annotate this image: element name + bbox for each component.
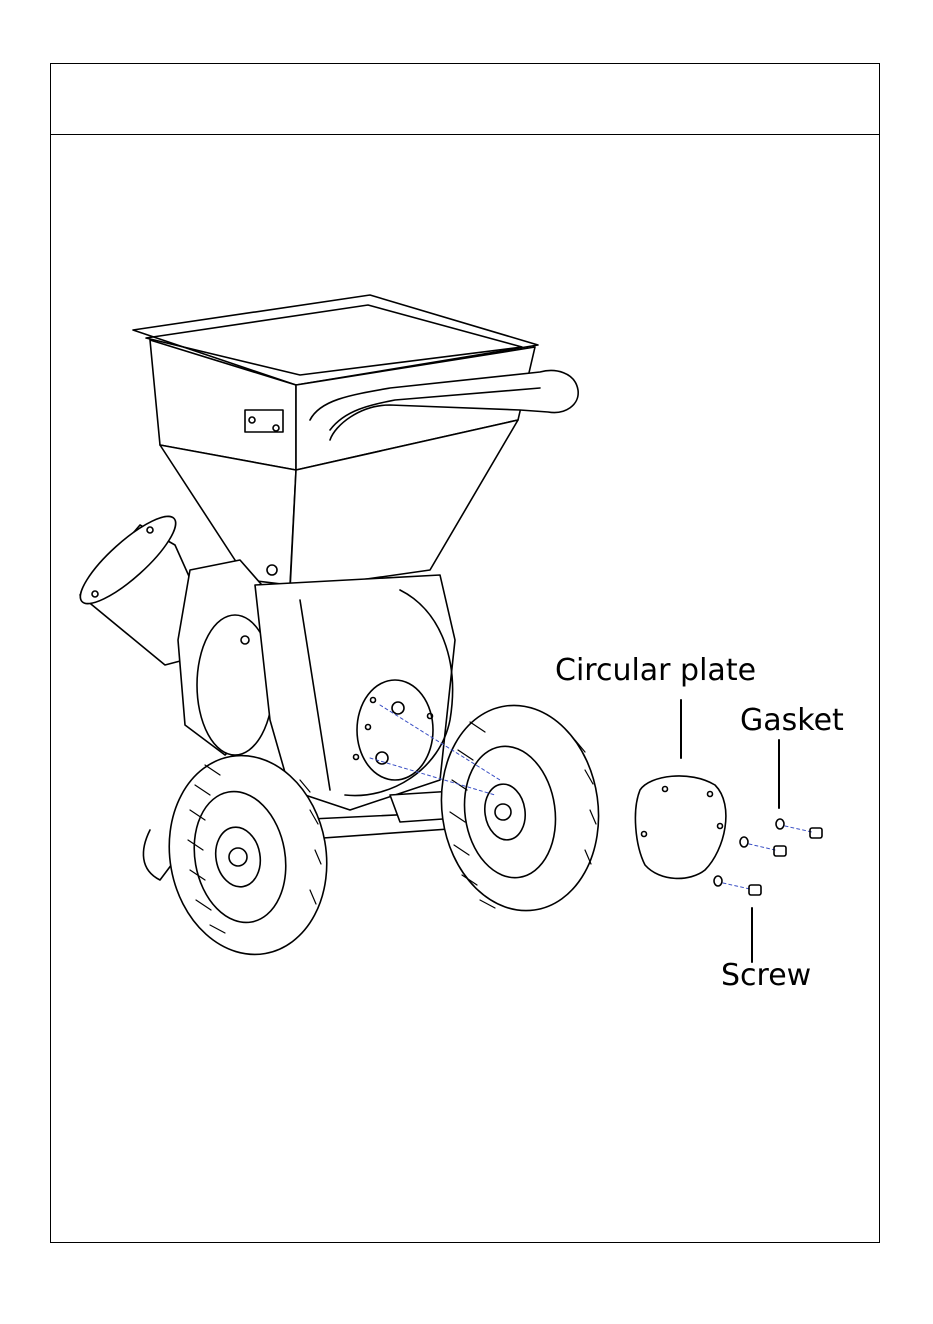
fastener-top [776, 819, 822, 838]
circular-plate [635, 776, 725, 879]
fastener-middle [740, 837, 786, 856]
circular-plate-label: Circular plate [555, 656, 756, 686]
right-wheel [428, 695, 611, 921]
screw-label: Screw [721, 961, 811, 991]
hopper [133, 295, 538, 590]
gasket-label: Gasket [740, 706, 844, 736]
fastener-bottom [714, 876, 761, 895]
fastener-set [714, 819, 822, 895]
